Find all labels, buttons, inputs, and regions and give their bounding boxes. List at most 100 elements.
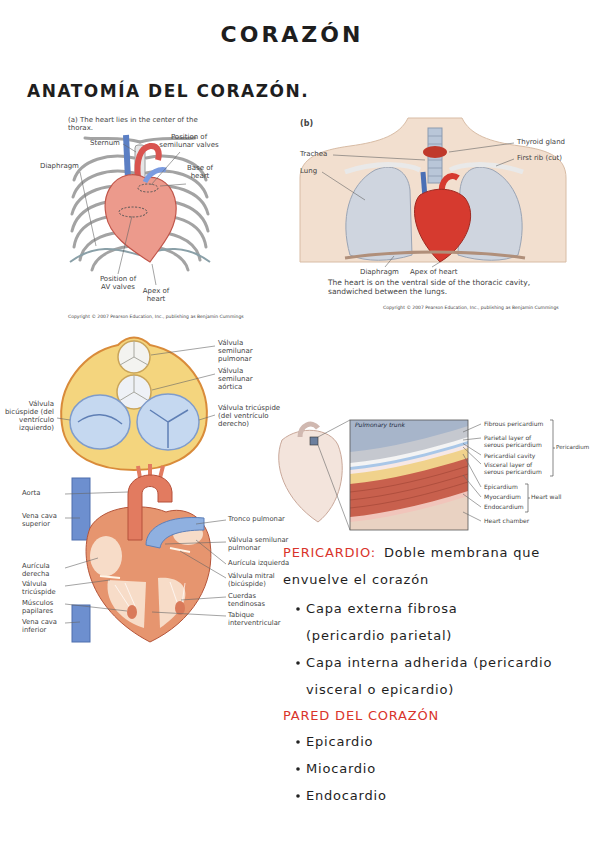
bullet-dot [296,607,300,798]
part-label: Válvula mitral (bicúspide) [228,573,292,589]
pericardium-figure [350,420,468,530]
pericardium-figure [279,420,555,530]
note-text: Doble membrana que envuelve el corazón [283,539,545,593]
section-heading: ANATOMÍA DEL CORAZÓN. [27,82,309,102]
valves-figure [57,338,215,471]
part-label: Apex of heart [410,268,457,276]
torso-figure [333,155,425,160]
torso-figure [449,143,514,152]
part-label: Parietal layer of serous pericardium [484,434,550,448]
pericardium-figure [550,420,555,476]
torso-figure [300,118,566,262]
part-label: Músculos papilares [22,600,64,616]
ribcage-figure [80,172,96,246]
valves-figure [137,394,199,450]
part-label: Válvula bicúspide (del ventrículo izquie… [2,400,54,432]
part-label: Position of semilunar valves [154,133,224,149]
note-heading: PARED DEL CORAZÓN [283,702,439,729]
pericardium-figure [463,512,481,521]
pericardium-figure [463,447,481,464]
part-label: Válvula semilunar aórtica [218,367,262,391]
heart-section-figure [65,622,80,623]
page-title: CORAZÓN [192,22,392,47]
part-label: Pericardial cavity [484,452,535,459]
bracket-label: Heart wall [531,494,562,501]
pericardium-figure [279,430,343,522]
part-label: Lung [300,167,317,175]
ribcage-figure [70,135,210,285]
bullet-dot [296,607,300,611]
bullet-dot [296,740,300,744]
torso-figure [428,160,442,161]
ribcage-figure [118,216,132,274]
part-label: Diaphragm [360,268,399,276]
part-label: Sternum [90,139,120,147]
pericardium-figure [350,444,468,530]
part-label: Endocardium [484,504,524,511]
heart-section-figure [196,520,226,524]
bullet-item: Capa interna adherida (pericardio viscer… [306,649,596,703]
heart-section-figure [165,542,226,544]
figure-caption: The heart is on the ventral side of the … [328,279,560,296]
heart-section-figure [115,582,185,608]
part-label: Válvula tricúspide (del ventrículo derec… [218,404,286,428]
torso-figure [428,136,442,137]
figure-letter: (b) [300,119,313,128]
valves-figure [57,418,70,420]
part-label: Epicardium [484,484,518,491]
valves-figure [119,375,149,401]
part-label: First rib (cut) [517,154,562,162]
valves-figure [152,374,215,390]
part-label: Position of AV valves [98,275,138,291]
torso-figure [423,146,447,158]
heart-section-figure [158,578,185,628]
valves-figure [118,341,150,373]
part-label: Pulmonary trunk [355,422,415,429]
pericardium-figure [463,424,481,432]
heart-section-figure [86,507,211,642]
pericardium-figure [350,491,468,530]
heart-section-figure [196,540,226,564]
part-label: Aurícula derecha [22,563,64,579]
valves-figure [57,346,215,420]
pericardium-figure [463,454,481,487]
part-label: Heart chamber [484,518,529,525]
torso-figure [428,144,442,145]
bullet-item: Capa externa fibrosa (pericardio parieta… [306,595,516,649]
pericardium-figure [463,438,481,440]
heart-section-figure [72,478,90,540]
pericardium-figure [300,424,318,437]
heart-section-figure [170,582,178,605]
part-label: Válvula semilunar pulmonar [218,339,262,363]
torso-figure [300,118,566,267]
pericardium-figure [350,437,468,530]
bullet-item: Miocardio [306,755,376,782]
part-label: Cuerdas tendinosas [228,593,292,609]
pericardium-figure [350,458,468,530]
copyright-note: Copyright © 2007 Pearson Education, Inc.… [68,314,244,319]
heart-section-figure [152,612,226,616]
bullet-dot [296,794,300,798]
pericardium-figure [350,441,468,530]
heart-section-figure [65,518,80,519]
part-label: Fibrous pericardium [484,420,548,427]
torso-figure [496,159,514,166]
pericardium-figure [463,424,481,521]
torso-figure [322,143,514,267]
valves-figure [199,415,215,420]
valves-figure [61,338,207,471]
heart-section-figure [175,601,185,615]
heart-section-figure [90,536,122,576]
heart-section-figure [65,558,98,568]
part-label: Trachea [300,150,327,158]
ribcage-figure [151,152,180,185]
part-label: Myocardium [484,494,521,501]
valves-figure [120,341,148,365]
ribcage-figure [80,144,186,285]
part-label: Base of heart [182,164,218,180]
ribcage-figure [160,184,186,186]
torso-figure [346,167,412,260]
part-label: Tronco pulmonar [228,516,304,524]
torso-figure [432,262,440,267]
